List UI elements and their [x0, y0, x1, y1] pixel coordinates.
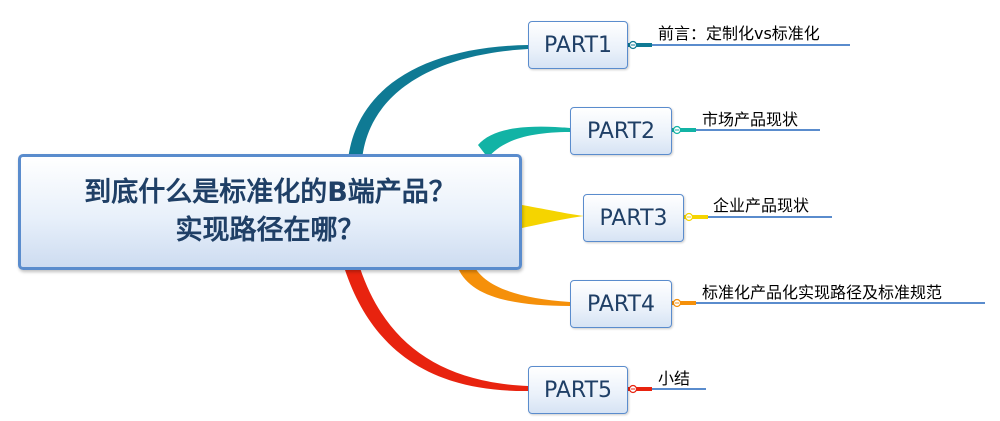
subtopic-label-part5[interactable]: 小结: [658, 369, 691, 388]
subtopic-connector-part2: [672, 125, 820, 135]
topic-node-part5[interactable]: PART5: [528, 366, 628, 414]
branch-connector-part3: [522, 205, 584, 228]
branch-connector-part2: [478, 126, 570, 158]
topic-node-part1[interactable]: PART1: [528, 21, 628, 69]
central-topic-line2: 实现路径在哪？: [175, 215, 365, 246]
topic-node-part2[interactable]: PART2: [570, 107, 672, 155]
central-topic[interactable]: 到底什么是标准化的B端产品？ 实现路径在哪？: [18, 154, 522, 270]
branch-connector-part5: [345, 268, 528, 392]
subtopic-connector-part3: [684, 212, 832, 222]
subtopic-label-part2[interactable]: 市场产品现状: [702, 110, 799, 129]
subtopic-connector-part4: [672, 298, 985, 308]
topic-node-part4[interactable]: PART4: [570, 280, 672, 328]
branch-connector-part1: [348, 45, 528, 160]
subtopic-label-part1[interactable]: 前言：定制化vs标准化: [658, 24, 820, 43]
subtopic-connector-part5: [628, 384, 706, 394]
topic-node-part3[interactable]: PART3: [583, 194, 684, 242]
subtopic-label-part3[interactable]: 企业产品现状: [713, 196, 810, 215]
subtopic-label-part4[interactable]: 标准化产品化实现路径及标准规范: [702, 283, 943, 302]
central-topic-line1: 到底什么是标准化的B端产品？: [84, 177, 456, 208]
subtopic-connector-part1: [628, 40, 850, 50]
